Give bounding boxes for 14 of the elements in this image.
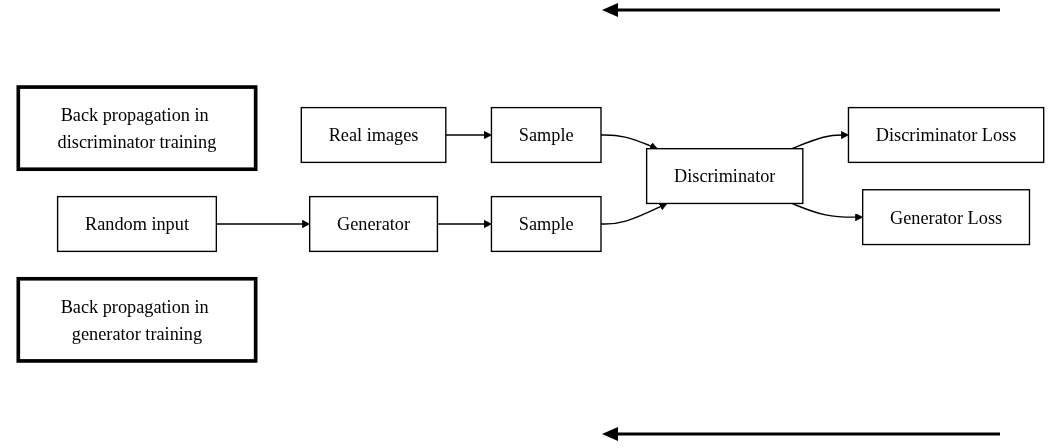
node-box: Back propagation in discriminator training: [16, 85, 258, 172]
node-box: Generator: [309, 195, 439, 253]
node-box: Sample: [490, 195, 602, 253]
arrow: [791, 131, 849, 150]
node-box: Discriminator Loss: [847, 106, 1045, 164]
node-box: Sample: [490, 106, 602, 164]
arrow: [445, 131, 492, 139]
node-box: Generator Loss: [862, 189, 1031, 246]
node-box: Random input: [56, 195, 218, 253]
arrow: [600, 134, 658, 150]
node-box: Discriminator: [645, 148, 804, 205]
node-box: Back propagation in generator training: [16, 276, 258, 363]
arrow: [600, 202, 668, 225]
node-box: Real images: [300, 106, 447, 164]
